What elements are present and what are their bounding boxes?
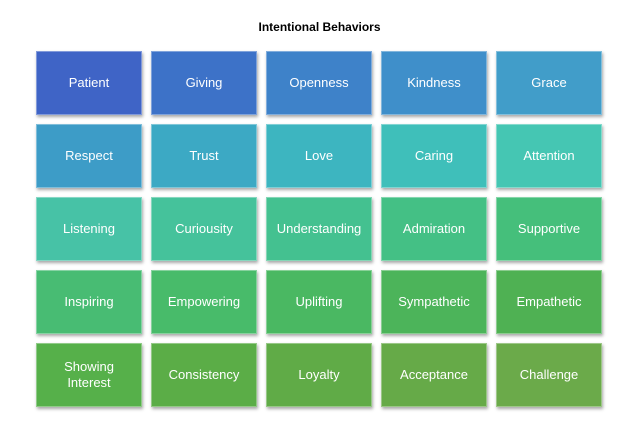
behavior-tile: Admiration bbox=[381, 197, 487, 261]
behavior-grid: Patient Giving Openness Kindness Grace R… bbox=[36, 51, 602, 409]
behavior-tile: Sympathetic bbox=[381, 270, 487, 334]
behavior-tile: Acceptance bbox=[381, 343, 487, 407]
behavior-tile: Listening bbox=[36, 197, 142, 261]
behavior-tile: Love bbox=[266, 124, 372, 188]
behavior-tile: Trust bbox=[151, 124, 257, 188]
behavior-tile: Openness bbox=[266, 51, 372, 115]
behavior-tile: Showing Interest bbox=[36, 343, 142, 407]
behavior-tile: Consistency bbox=[151, 343, 257, 407]
behavior-tile: Kindness bbox=[381, 51, 487, 115]
behavior-tile: Grace bbox=[496, 51, 602, 115]
behavior-tile: Respect bbox=[36, 124, 142, 188]
diagram-title: Intentional Behaviors bbox=[258, 20, 381, 34]
behavior-tile: Caring bbox=[381, 124, 487, 188]
behavior-tile: Uplifting bbox=[266, 270, 372, 334]
behavior-tile: Attention bbox=[496, 124, 602, 188]
behavior-tile: Supportive bbox=[496, 197, 602, 261]
behavior-tile: Inspiring bbox=[36, 270, 142, 334]
behavior-tile: Patient bbox=[36, 51, 142, 115]
behavior-tile: Empowering bbox=[151, 270, 257, 334]
behavior-tile: Curiousity bbox=[151, 197, 257, 261]
behavior-tile: Challenge bbox=[496, 343, 602, 407]
behavior-tile: Loyalty bbox=[266, 343, 372, 407]
behavior-tile: Giving bbox=[151, 51, 257, 115]
behavior-tile: Empathetic bbox=[496, 270, 602, 334]
behavior-tile: Understanding bbox=[266, 197, 372, 261]
